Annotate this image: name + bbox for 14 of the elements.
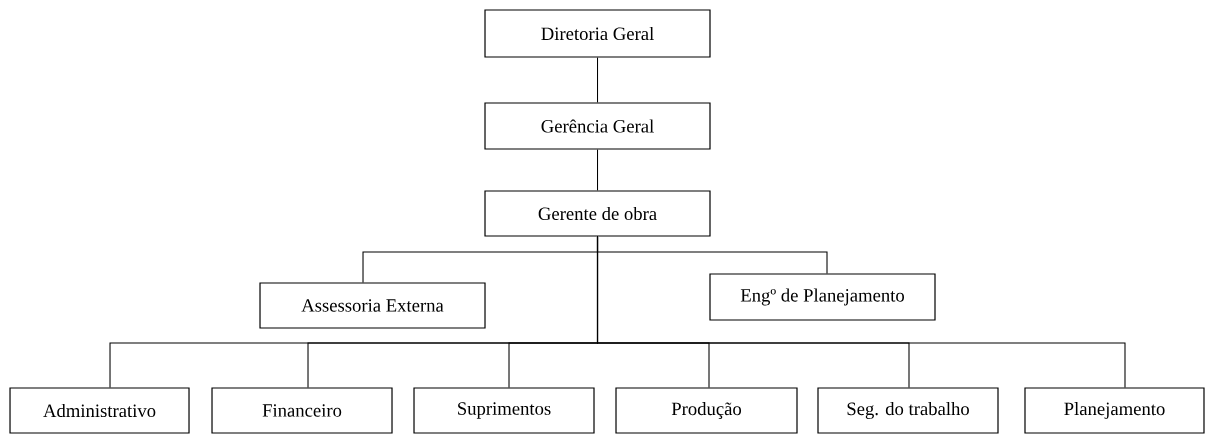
org-box: Administrativo [9, 387, 190, 434]
connector-line [596, 57, 599, 103]
org-box: Produção [615, 387, 798, 434]
org-box: Seg. do trabalho [817, 387, 999, 434]
org-box: Suprimentos [413, 387, 595, 434]
org-box: Diretoria Geral [484, 9, 711, 58]
org-box: Gerente de obra [484, 190, 711, 237]
org-box: Planejamento [1024, 387, 1205, 434]
org-box: Financeiro [211, 387, 393, 434]
connector-line [596, 149, 599, 191]
org-box: Engº de Planejamento [709, 273, 936, 321]
org-box: Gerência Geral [484, 102, 711, 150]
org-box: Assessoria Externa [259, 282, 486, 329]
connector-line [596, 236, 1126, 388]
